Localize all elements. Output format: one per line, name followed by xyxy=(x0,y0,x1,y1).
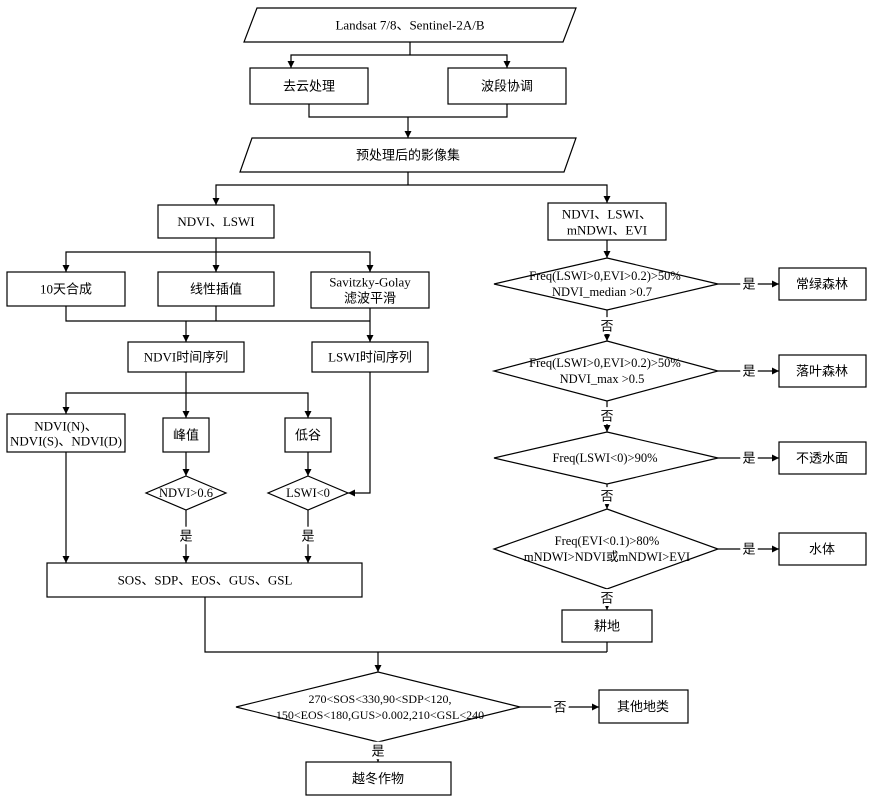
node-source: Landsat 7/8、Sentinel-2A/B xyxy=(244,8,576,42)
node-metrics: SOS、SDP、EOS、GUS、GSL xyxy=(47,563,362,597)
edge-metrics-join xyxy=(205,597,607,652)
winter-crop-rule-no-label: 否 xyxy=(553,700,566,715)
band-harmonization-label: 波段协调 xyxy=(481,79,533,94)
node-winter-crop: 越冬作物 xyxy=(306,762,451,795)
node-phenology-indices: NDVI、LSWI xyxy=(158,205,274,238)
smoothing-label-line-2: 滤波平滑 xyxy=(344,291,396,306)
rule-water-yes-label: 是 xyxy=(742,542,755,557)
node-smoothing: Savitzky-Golay 滤波平滑 xyxy=(311,272,429,308)
node-trough-condition: LSWI<0 xyxy=(268,476,348,510)
trough-label: 低谷 xyxy=(295,428,321,443)
node-preprocessed: 预处理后的影像集 xyxy=(240,138,576,172)
rule-water-line-2: mNDWI>NDVI或mNDWI>EVI xyxy=(524,550,690,564)
impervious-label: 不透水面 xyxy=(796,451,848,466)
node-interpolation: 线性插值 xyxy=(158,272,274,306)
node-rule-deciduous: Freq(LSWI>0,EVI>0.2)>50% NDVI_max >0.5 xyxy=(494,341,718,401)
rule-deciduous-line-1: Freq(LSWI>0,EVI>0.2)>50% xyxy=(529,356,681,370)
rule-water-no-label: 否 xyxy=(600,591,613,606)
node-rule-evergreen: Freq(LSWI>0,EVI>0.2)>50% NDVI_median >0.… xyxy=(494,258,718,310)
edge-source-to-band-harmonization xyxy=(410,55,507,68)
winter-crop-label: 越冬作物 xyxy=(352,771,404,786)
node-cloud-removal: 去云处理 xyxy=(250,68,368,104)
ndvi-variants-line-1: NDVI(N)、 xyxy=(34,419,98,434)
rule-deciduous-no-label: 否 xyxy=(600,409,613,424)
landcover-indices-line-2: mNDWI、EVI xyxy=(567,223,647,238)
rule-water-diamond xyxy=(494,509,718,589)
winter-crop-rule-diamond xyxy=(236,672,520,742)
node-rule-impervious: Freq(LSWI<0)>90% xyxy=(494,432,718,484)
evergreen-forest-label: 常绿森林 xyxy=(796,277,848,292)
rule-evergreen-line-2: NDVI_median >0.7 xyxy=(552,285,652,299)
landcover-indices-line-1: NDVI、LSWI、 xyxy=(562,207,652,222)
edge-band-harmonization-join xyxy=(408,104,507,117)
rule-impervious-no-label: 否 xyxy=(600,489,613,504)
water-label: 水体 xyxy=(809,542,835,557)
lswi-series-label: LSWI时间序列 xyxy=(328,350,412,365)
rule-water-line-1: Freq(EVI<0.1)>80% xyxy=(555,534,660,548)
winter-crop-rule-line-1: 270<SOS<330,90<SDP<120, xyxy=(308,692,451,706)
peak-label: 峰值 xyxy=(173,428,199,443)
peak-condition-yes-label: 是 xyxy=(179,529,192,544)
rule-deciduous-diamond xyxy=(494,341,718,401)
composite-label: 10天合成 xyxy=(40,282,92,297)
rule-evergreen-no-label: 否 xyxy=(600,319,613,334)
node-band-harmonization: 波段协调 xyxy=(448,68,566,104)
node-rule-water: Freq(EVI<0.1)>80% mNDWI>NDVI或mNDWI>EVI xyxy=(494,509,718,589)
smoothing-label-line-1: Savitzky-Golay xyxy=(329,275,411,290)
node-landcover-indices: NDVI、LSWI、 mNDWI、EVI xyxy=(548,203,666,240)
rule-evergreen-yes-label: 是 xyxy=(742,277,755,292)
source-label: Landsat 7/8、Sentinel-2A/B xyxy=(335,18,484,33)
rule-evergreen-diamond xyxy=(494,258,718,310)
node-lswi-series: LSWI时间序列 xyxy=(312,342,428,372)
winter-crop-rule-yes-label: 是 xyxy=(371,744,384,759)
edge-cloud-removal-join xyxy=(309,104,408,117)
node-ndvi-series: NDVI时间序列 xyxy=(128,342,244,372)
edge-to-ndvi-variants xyxy=(66,393,186,414)
node-ndvi-variants: NDVI(N)、 NDVI(S)、NDVI(D) xyxy=(7,414,125,452)
node-deciduous-forest: 落叶森林 xyxy=(779,355,866,387)
edge-to-phenology-indices xyxy=(216,185,408,205)
preprocessed-label: 预处理后的影像集 xyxy=(356,148,460,163)
edge-indices-to-composite xyxy=(66,252,216,272)
winter-crop-rule-line-2: 150<EOS<180,GUS>0.002,210<GSL<240 xyxy=(276,708,484,722)
other-landcover-label: 其他地类 xyxy=(617,699,669,714)
edge-to-landcover-indices xyxy=(408,185,607,203)
node-water: 水体 xyxy=(779,533,866,565)
node-composite: 10天合成 xyxy=(7,272,125,306)
node-other-landcover: 其他地类 xyxy=(599,690,688,723)
deciduous-forest-label: 落叶森林 xyxy=(796,364,848,379)
node-peak-condition: NDVI>0.6 xyxy=(146,476,226,510)
node-impervious: 不透水面 xyxy=(779,442,866,474)
interpolation-label: 线性插值 xyxy=(190,282,242,297)
phenology-indices-label: NDVI、LSWI xyxy=(177,214,254,229)
metrics-label: SOS、SDP、EOS、GUS、GSL xyxy=(118,573,293,588)
rule-deciduous-line-2: NDVI_max >0.5 xyxy=(560,372,645,386)
rule-impervious-line-1: Freq(LSWI<0)>90% xyxy=(552,451,657,465)
ndvi-series-label: NDVI时间序列 xyxy=(144,350,229,365)
node-peak: 峰值 xyxy=(163,418,209,452)
rule-evergreen-line-1: Freq(LSWI>0,EVI>0.2)>50% xyxy=(529,269,681,283)
trough-condition-label: LSWI<0 xyxy=(286,486,330,500)
ndvi-variants-line-2: NDVI(S)、NDVI(D) xyxy=(10,434,122,449)
rule-impervious-yes-label: 是 xyxy=(742,451,755,466)
node-cropland: 耕地 xyxy=(562,610,652,642)
edge-to-trough xyxy=(186,393,308,418)
node-trough: 低谷 xyxy=(285,418,331,452)
cropland-label: 耕地 xyxy=(594,619,620,634)
cloud-removal-label: 去云处理 xyxy=(283,79,335,94)
node-evergreen-forest: 常绿森林 xyxy=(779,268,866,300)
edge-indices-to-smoothing xyxy=(216,252,370,272)
node-winter-crop-rule: 270<SOS<330,90<SDP<120, 150<EOS<180,GUS>… xyxy=(236,672,520,742)
edge-source-to-cloud-removal xyxy=(291,55,410,68)
trough-condition-yes-label: 是 xyxy=(301,529,314,544)
peak-condition-label: NDVI>0.6 xyxy=(159,486,213,500)
edge-lswi-series-to-condition xyxy=(348,372,370,493)
rule-deciduous-yes-label: 是 xyxy=(742,364,755,379)
